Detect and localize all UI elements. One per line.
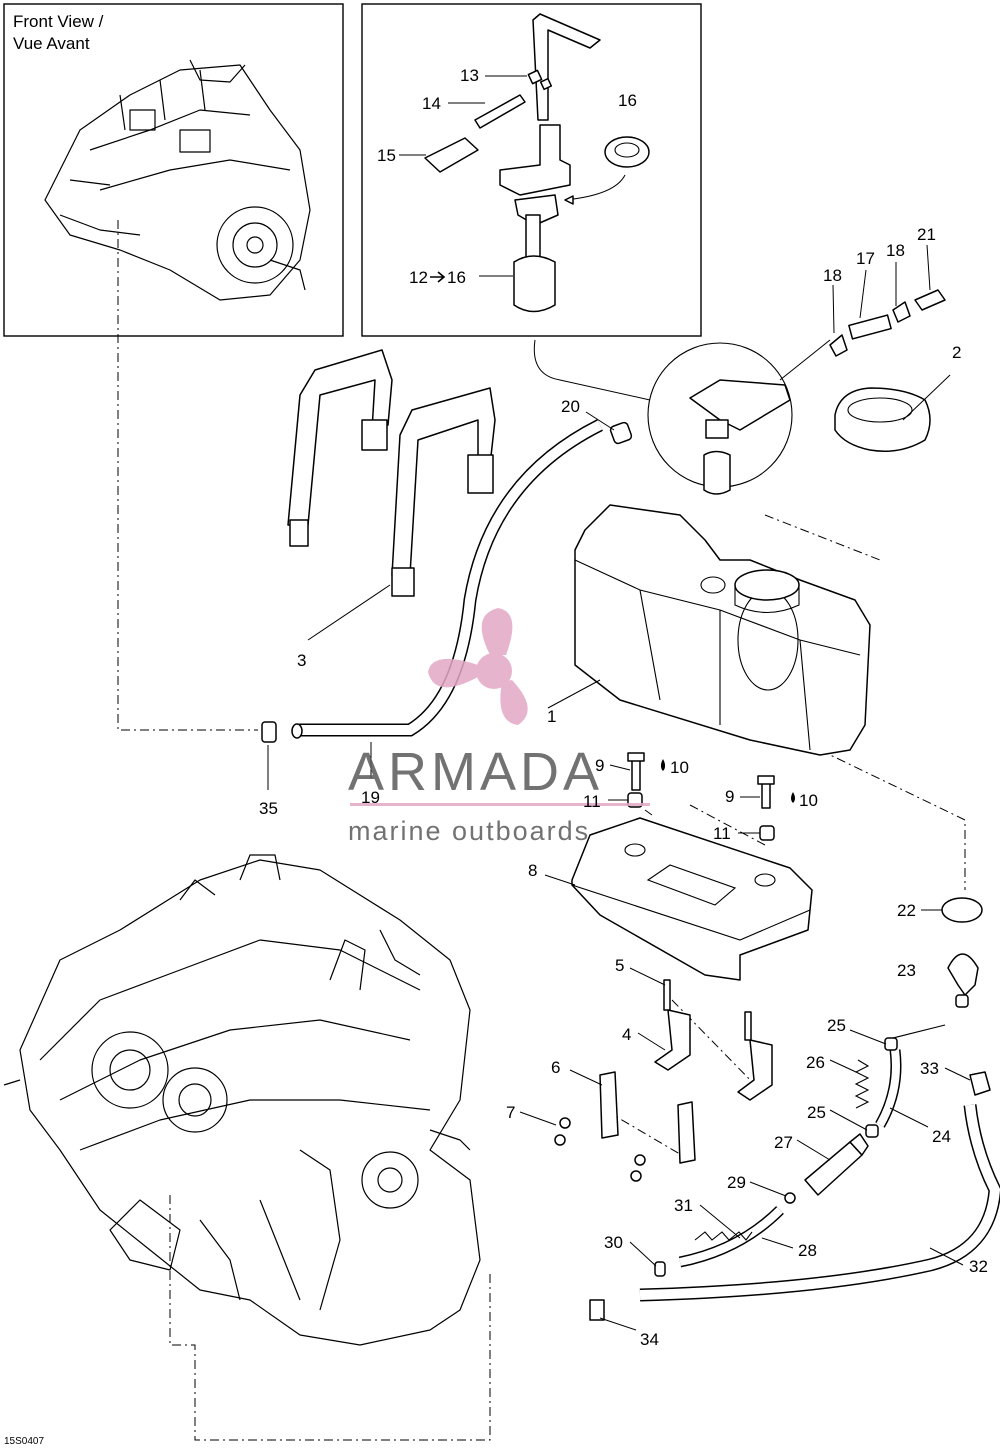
label-21: 21 — [917, 225, 936, 244]
label-1: 1 — [547, 707, 556, 726]
clamp-18a — [829, 334, 848, 357]
label-34: 34 — [640, 1330, 659, 1349]
fuel-pickup-inset — [361, 3, 702, 337]
pickup-tube — [532, 13, 601, 121]
vent-detail — [647, 342, 793, 495]
bolt-7a — [559, 1117, 571, 1129]
propeller-logo — [428, 608, 528, 725]
label-5: 5 — [615, 956, 624, 975]
label-8: 8 — [528, 861, 537, 880]
screw-9a — [631, 759, 641, 791]
label-19: 19 — [361, 788, 380, 807]
label-9b: 9 — [725, 787, 734, 806]
watermark-brand: ARMADA — [348, 742, 603, 802]
label-15: 15 — [377, 146, 396, 165]
bracket-6b — [677, 1101, 696, 1164]
inset-title-line2: Vue Avant — [13, 34, 90, 53]
watermark: ARMADA marine outboards — [348, 608, 650, 846]
hose-28 — [678, 1206, 784, 1268]
spacer-11b — [759, 825, 775, 841]
spring-31 — [694, 1231, 753, 1241]
leader-lines — [267, 244, 971, 1331]
label-11b: 11 — [713, 824, 731, 843]
label-28: 28 — [798, 1241, 817, 1260]
drawing-code: 15S0407 — [4, 1436, 44, 1447]
engine-block — [3, 854, 481, 1346]
label-22: 22 — [897, 901, 916, 920]
label-29: 29 — [727, 1173, 746, 1192]
label-31: 31 — [674, 1196, 693, 1215]
pickup-filter — [513, 255, 556, 313]
label-20: 20 — [561, 397, 580, 416]
front-view-engine — [44, 59, 311, 301]
part-labels: 1 2 3 4 5 6 7 8 9 10 9 10 11 11 12 16 13… — [4, 66, 988, 1447]
grommet-16 — [604, 136, 650, 168]
label-30: 30 — [604, 1233, 623, 1252]
vent-valve-21 — [914, 289, 946, 311]
label-7: 7 — [506, 1103, 515, 1122]
bracket-4b — [737, 1039, 773, 1101]
label-3: 3 — [297, 651, 306, 670]
vent-hose-17 — [848, 314, 892, 340]
connector-15 — [424, 137, 479, 173]
pickup-stem — [525, 214, 541, 261]
label-18b: 18 — [886, 241, 905, 260]
label-32: 32 — [969, 1257, 988, 1276]
label-23: 23 — [897, 961, 916, 980]
label-14: 14 — [422, 94, 441, 113]
label-12: 12 — [409, 268, 428, 287]
fuel-cap-2 — [834, 387, 931, 452]
screw-9b — [761, 782, 771, 809]
label-9a: 9 — [595, 756, 604, 775]
label-4: 4 — [622, 1025, 631, 1044]
label-26: 26 — [806, 1053, 825, 1072]
label-18a: 18 — [823, 266, 842, 285]
label-33: 33 — [920, 1059, 939, 1078]
spring-26 — [854, 1059, 870, 1109]
assembly-line-35 — [117, 220, 258, 731]
clamp-35 — [261, 721, 277, 743]
label-12-to-16: 16 — [447, 268, 466, 287]
label-17: 17 — [856, 249, 875, 268]
front-view-inset: Front View / Vue Avant — [3, 3, 344, 337]
watermark-tagline: marine outboards — [348, 816, 590, 846]
label-2: 2 — [952, 343, 961, 362]
label-10a: 10 — [670, 758, 689, 777]
clamp-25b — [865, 1124, 879, 1138]
clamp-25a — [884, 1037, 898, 1051]
clamp-33 — [969, 1071, 991, 1096]
tank-support-8 — [571, 817, 813, 981]
clamp-20 — [609, 421, 633, 445]
label-24: 24 — [932, 1127, 951, 1146]
label-35: 35 — [259, 799, 278, 818]
label-16: 16 — [618, 91, 637, 110]
pickup-valve — [499, 124, 571, 196]
label-27: 27 — [774, 1133, 793, 1152]
label-6: 6 — [551, 1058, 560, 1077]
bracket-6a — [599, 1071, 619, 1139]
clamp-34 — [589, 1299, 605, 1321]
clamp-29 — [784, 1192, 796, 1204]
inset-title-line1: Front View / — [13, 12, 104, 31]
tank-strap-3 — [287, 349, 496, 597]
label-25a: 25 — [827, 1016, 846, 1035]
label-10b: 10 — [799, 791, 818, 810]
bracket-4a — [654, 1009, 691, 1071]
grommet-22 — [941, 897, 983, 923]
connector-14 — [474, 94, 526, 129]
label-25b: 25 — [807, 1103, 826, 1122]
clamp-18b — [892, 301, 911, 323]
outlet-fitting-23 — [947, 953, 979, 996]
label-11a: 11 — [583, 792, 601, 811]
clamp-30 — [654, 1261, 666, 1277]
fuel-tank-1 — [574, 504, 871, 756]
label-13: 13 — [460, 66, 479, 85]
